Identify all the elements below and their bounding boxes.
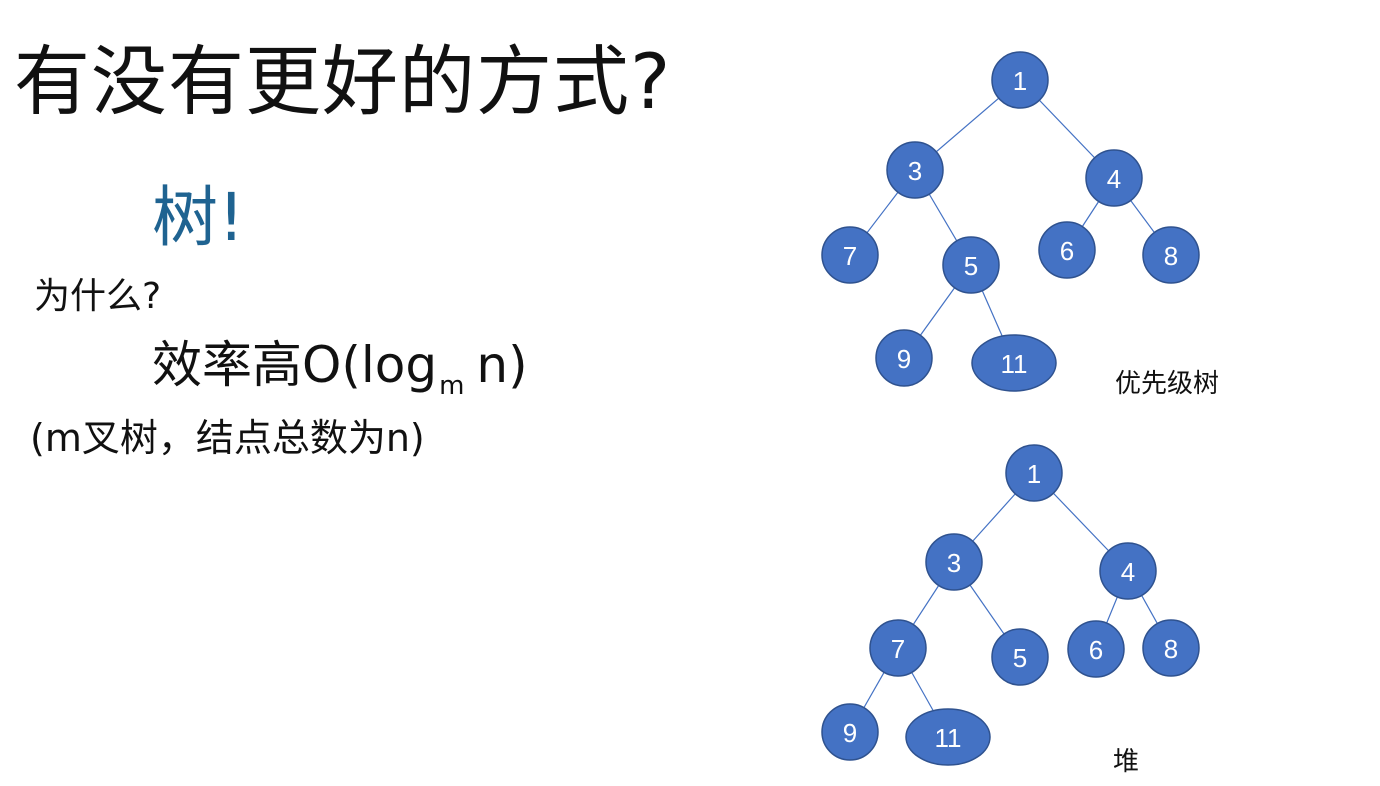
heap-tree-node-label-8: 8 [1164,634,1178,664]
priority-tree-node-label-11: 11 [1001,349,1028,379]
heap-tree-caption: 堆 [1113,747,1139,777]
priority-tree-node-label-8: 8 [1164,241,1178,271]
heap-tree-node-9 [821,703,879,761]
priority-tree-node-1 [991,51,1049,109]
heap-tree-node-8 [1142,619,1200,677]
priority-tree-caption: 优先级树 [1115,369,1219,399]
priority-tree-node-label-3: 3 [908,156,922,186]
priority-tree-node-3 [886,141,944,199]
priority-tree-node-label-7: 7 [843,241,857,271]
priority-tree-node-9 [875,329,933,387]
question-text: 为什么? [34,276,162,317]
heap-tree-node-label-1: 1 [1027,459,1041,489]
priority-tree-node-label-6: 6 [1060,236,1074,266]
note-text: (m叉树，结点总数为n) [30,416,425,460]
heap-tree-node-label-7: 7 [891,634,905,664]
heap-tree-node-label-5: 5 [1013,643,1027,673]
efficiency-text: 效率高O(logm n) [152,332,528,419]
heap-tree-node-label-6: 6 [1089,635,1103,665]
priority-tree-node-6 [1038,221,1096,279]
priority-tree-node-label-1: 1 [1013,66,1027,96]
heap-tree-node-label-4: 4 [1121,557,1135,587]
heap-tree-node-4 [1099,542,1157,600]
heap-tree-node-label-3: 3 [947,548,961,578]
priority-tree-node-7 [821,226,879,284]
priority-tree-node-5 [942,236,1000,294]
priority-tree-node-11 [971,334,1057,392]
efficiency-subscript: m [439,371,465,401]
heap-tree-node-label-11: 11 [935,723,962,753]
priority-tree-node-4 [1085,149,1143,207]
efficiency-tail: n) [476,336,528,394]
heap-tree-node-3 [925,533,983,591]
heap-tree-node-7 [869,619,927,677]
answer-text: 树! [152,179,245,256]
heap-tree-node-1 [1005,444,1063,502]
priority-tree-node-8 [1142,226,1200,284]
heap-tree-node-label-9: 9 [843,718,857,748]
priority-tree-node-label-4: 4 [1107,164,1121,194]
heap-tree-node-11 [905,708,991,766]
heap-tree-node-5 [991,628,1049,686]
efficiency-main: 效率高O(log [152,336,438,394]
slide-title: 有没有更好的方式? [14,37,672,126]
priority-tree-node-label-5: 5 [964,251,978,281]
heap-tree-node-6 [1067,620,1125,678]
priority-tree-node-label-9: 9 [897,344,911,374]
